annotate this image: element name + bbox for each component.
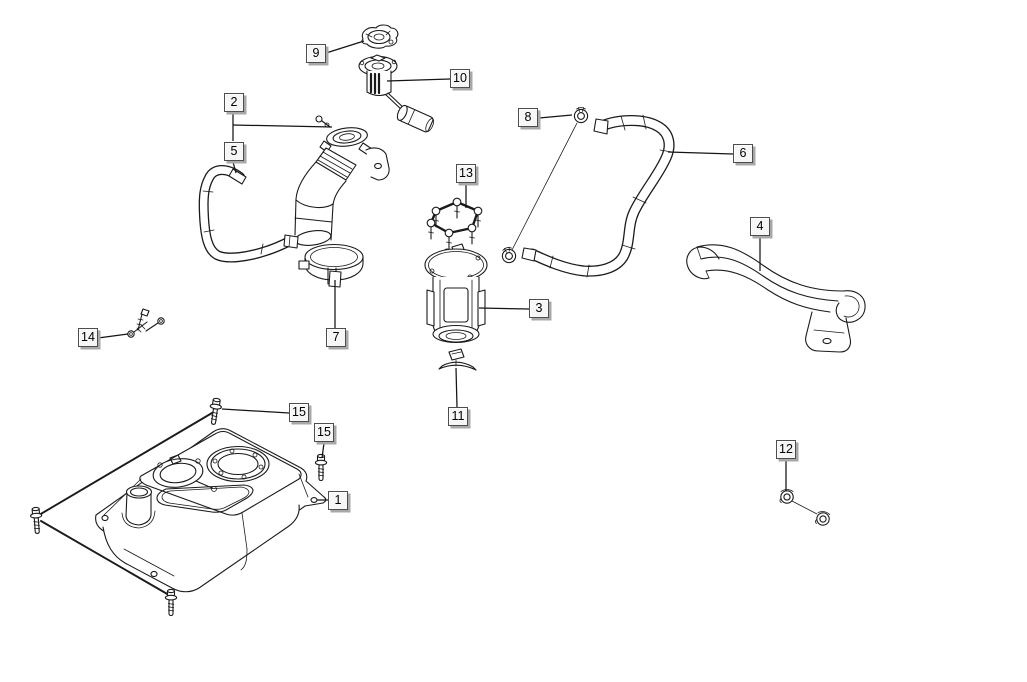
callout-7[interactable]: 7 bbox=[326, 328, 346, 347]
tank-sender-ring bbox=[152, 454, 217, 492]
callout-1[interactable]: 1 bbox=[328, 491, 348, 510]
callout-12[interactable]: 12 bbox=[776, 440, 796, 459]
breather-hose-drawing bbox=[198, 165, 299, 263]
tank-filler-spout bbox=[121, 485, 156, 529]
leader-lines bbox=[97, 40, 787, 501]
leader-line bbox=[667, 151, 734, 155]
callout-15[interactable]: 15 bbox=[289, 403, 309, 422]
leader-line bbox=[97, 333, 129, 339]
mounting-bracket-drawing bbox=[686, 244, 866, 353]
mounting-bolt bbox=[164, 588, 178, 617]
callout-10[interactable]: 10 bbox=[450, 69, 470, 88]
filler-hose-drawing bbox=[521, 114, 675, 278]
callout-3[interactable]: 3 bbox=[529, 299, 549, 318]
hose-clips-drawing bbox=[499, 106, 589, 265]
leader-line bbox=[478, 307, 530, 310]
leader-line bbox=[386, 78, 451, 82]
mounting-bolt bbox=[207, 397, 224, 426]
leader-line bbox=[232, 161, 237, 174]
callout-9[interactable]: 9 bbox=[306, 44, 326, 63]
screw bbox=[426, 197, 483, 250]
leader-line bbox=[221, 408, 290, 414]
callout-13[interactable]: 13 bbox=[456, 164, 476, 183]
hose-clamp-drawing bbox=[298, 243, 364, 288]
fuel-level-sender-drawing bbox=[358, 54, 435, 133]
leader-line bbox=[232, 124, 333, 128]
callout-2[interactable]: 2 bbox=[224, 93, 244, 112]
grommets-drawing bbox=[779, 488, 831, 527]
leader-line bbox=[455, 367, 458, 408]
screw-set-drawing bbox=[426, 197, 483, 250]
filler-neck-drawing bbox=[294, 115, 390, 246]
callout-6[interactable]: 6 bbox=[733, 144, 753, 163]
callout-15[interactable]: 15 bbox=[314, 423, 334, 442]
grommet-connector-line bbox=[791, 500, 818, 515]
tank-pump-ring bbox=[206, 445, 270, 483]
screws-drawing bbox=[127, 308, 165, 338]
fuel-pump-module-drawing bbox=[424, 243, 488, 344]
callout-8[interactable]: 8 bbox=[518, 108, 538, 127]
mounting-bolt bbox=[314, 453, 328, 482]
callout-11[interactable]: 11 bbox=[448, 407, 468, 426]
callout-14[interactable]: 14 bbox=[78, 328, 98, 347]
fuel-cap-drawing bbox=[361, 24, 399, 49]
sensor-bracket-drawing bbox=[438, 348, 477, 371]
leader-line bbox=[321, 442, 325, 459]
leader-line bbox=[538, 114, 573, 119]
callout-4[interactable]: 4 bbox=[750, 217, 770, 236]
tank-bolt-line bbox=[38, 412, 213, 596]
leader-line bbox=[325, 40, 365, 54]
fuel-tank-drawing bbox=[29, 397, 328, 617]
callout-5[interactable]: 5 bbox=[224, 142, 244, 161]
clip-connector-line bbox=[511, 122, 578, 251]
